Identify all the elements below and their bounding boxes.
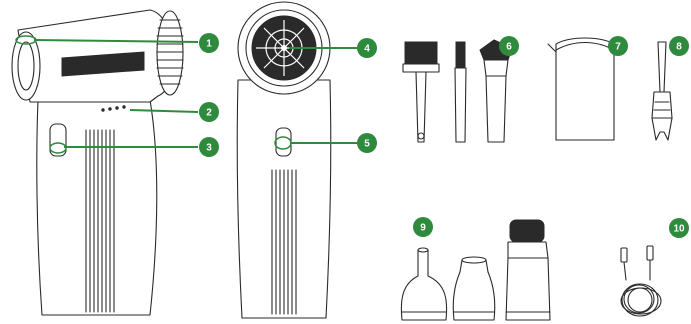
callout-label: 8 [676, 42, 682, 53]
callout-label: 4 [364, 44, 370, 55]
callout-badge-2: 2 [199, 102, 219, 122]
storage-bag [548, 38, 622, 140]
callout-badge-10: 10 [669, 218, 689, 238]
callout-badge-1: 1 [199, 33, 219, 53]
callout-label: 2 [206, 108, 212, 119]
thin-brush [455, 42, 466, 142]
callout-badge-3: 3 [199, 137, 219, 157]
cleaning-tool [652, 42, 672, 140]
callout-badge-5: 5 [357, 133, 377, 153]
callout-label: 6 [506, 42, 512, 53]
callout-label: 3 [206, 143, 212, 154]
flat-nozzle [401, 248, 446, 320]
usb-cable [621, 246, 661, 316]
callout-label: 5 [364, 139, 370, 150]
callout-badge-4: 4 [357, 38, 377, 58]
callout-badge-7: 7 [608, 36, 628, 56]
callout-label: 9 [420, 223, 426, 234]
callout-badge-9: 9 [413, 217, 433, 237]
blower-side-view [12, 10, 183, 315]
brush-nozzle [506, 220, 550, 320]
blower-rear-view [237, 2, 331, 318]
callout-badge-6: 6 [499, 36, 519, 56]
flat-brush [403, 42, 439, 142]
callout-label: 7 [615, 42, 621, 53]
rear-button [276, 128, 291, 156]
round-nozzle [453, 257, 495, 320]
callout-label: 1 [206, 39, 212, 50]
callout-label: 10 [673, 224, 685, 235]
callout-badge-8: 8 [669, 36, 689, 56]
rear-grip-ridges [272, 170, 296, 314]
